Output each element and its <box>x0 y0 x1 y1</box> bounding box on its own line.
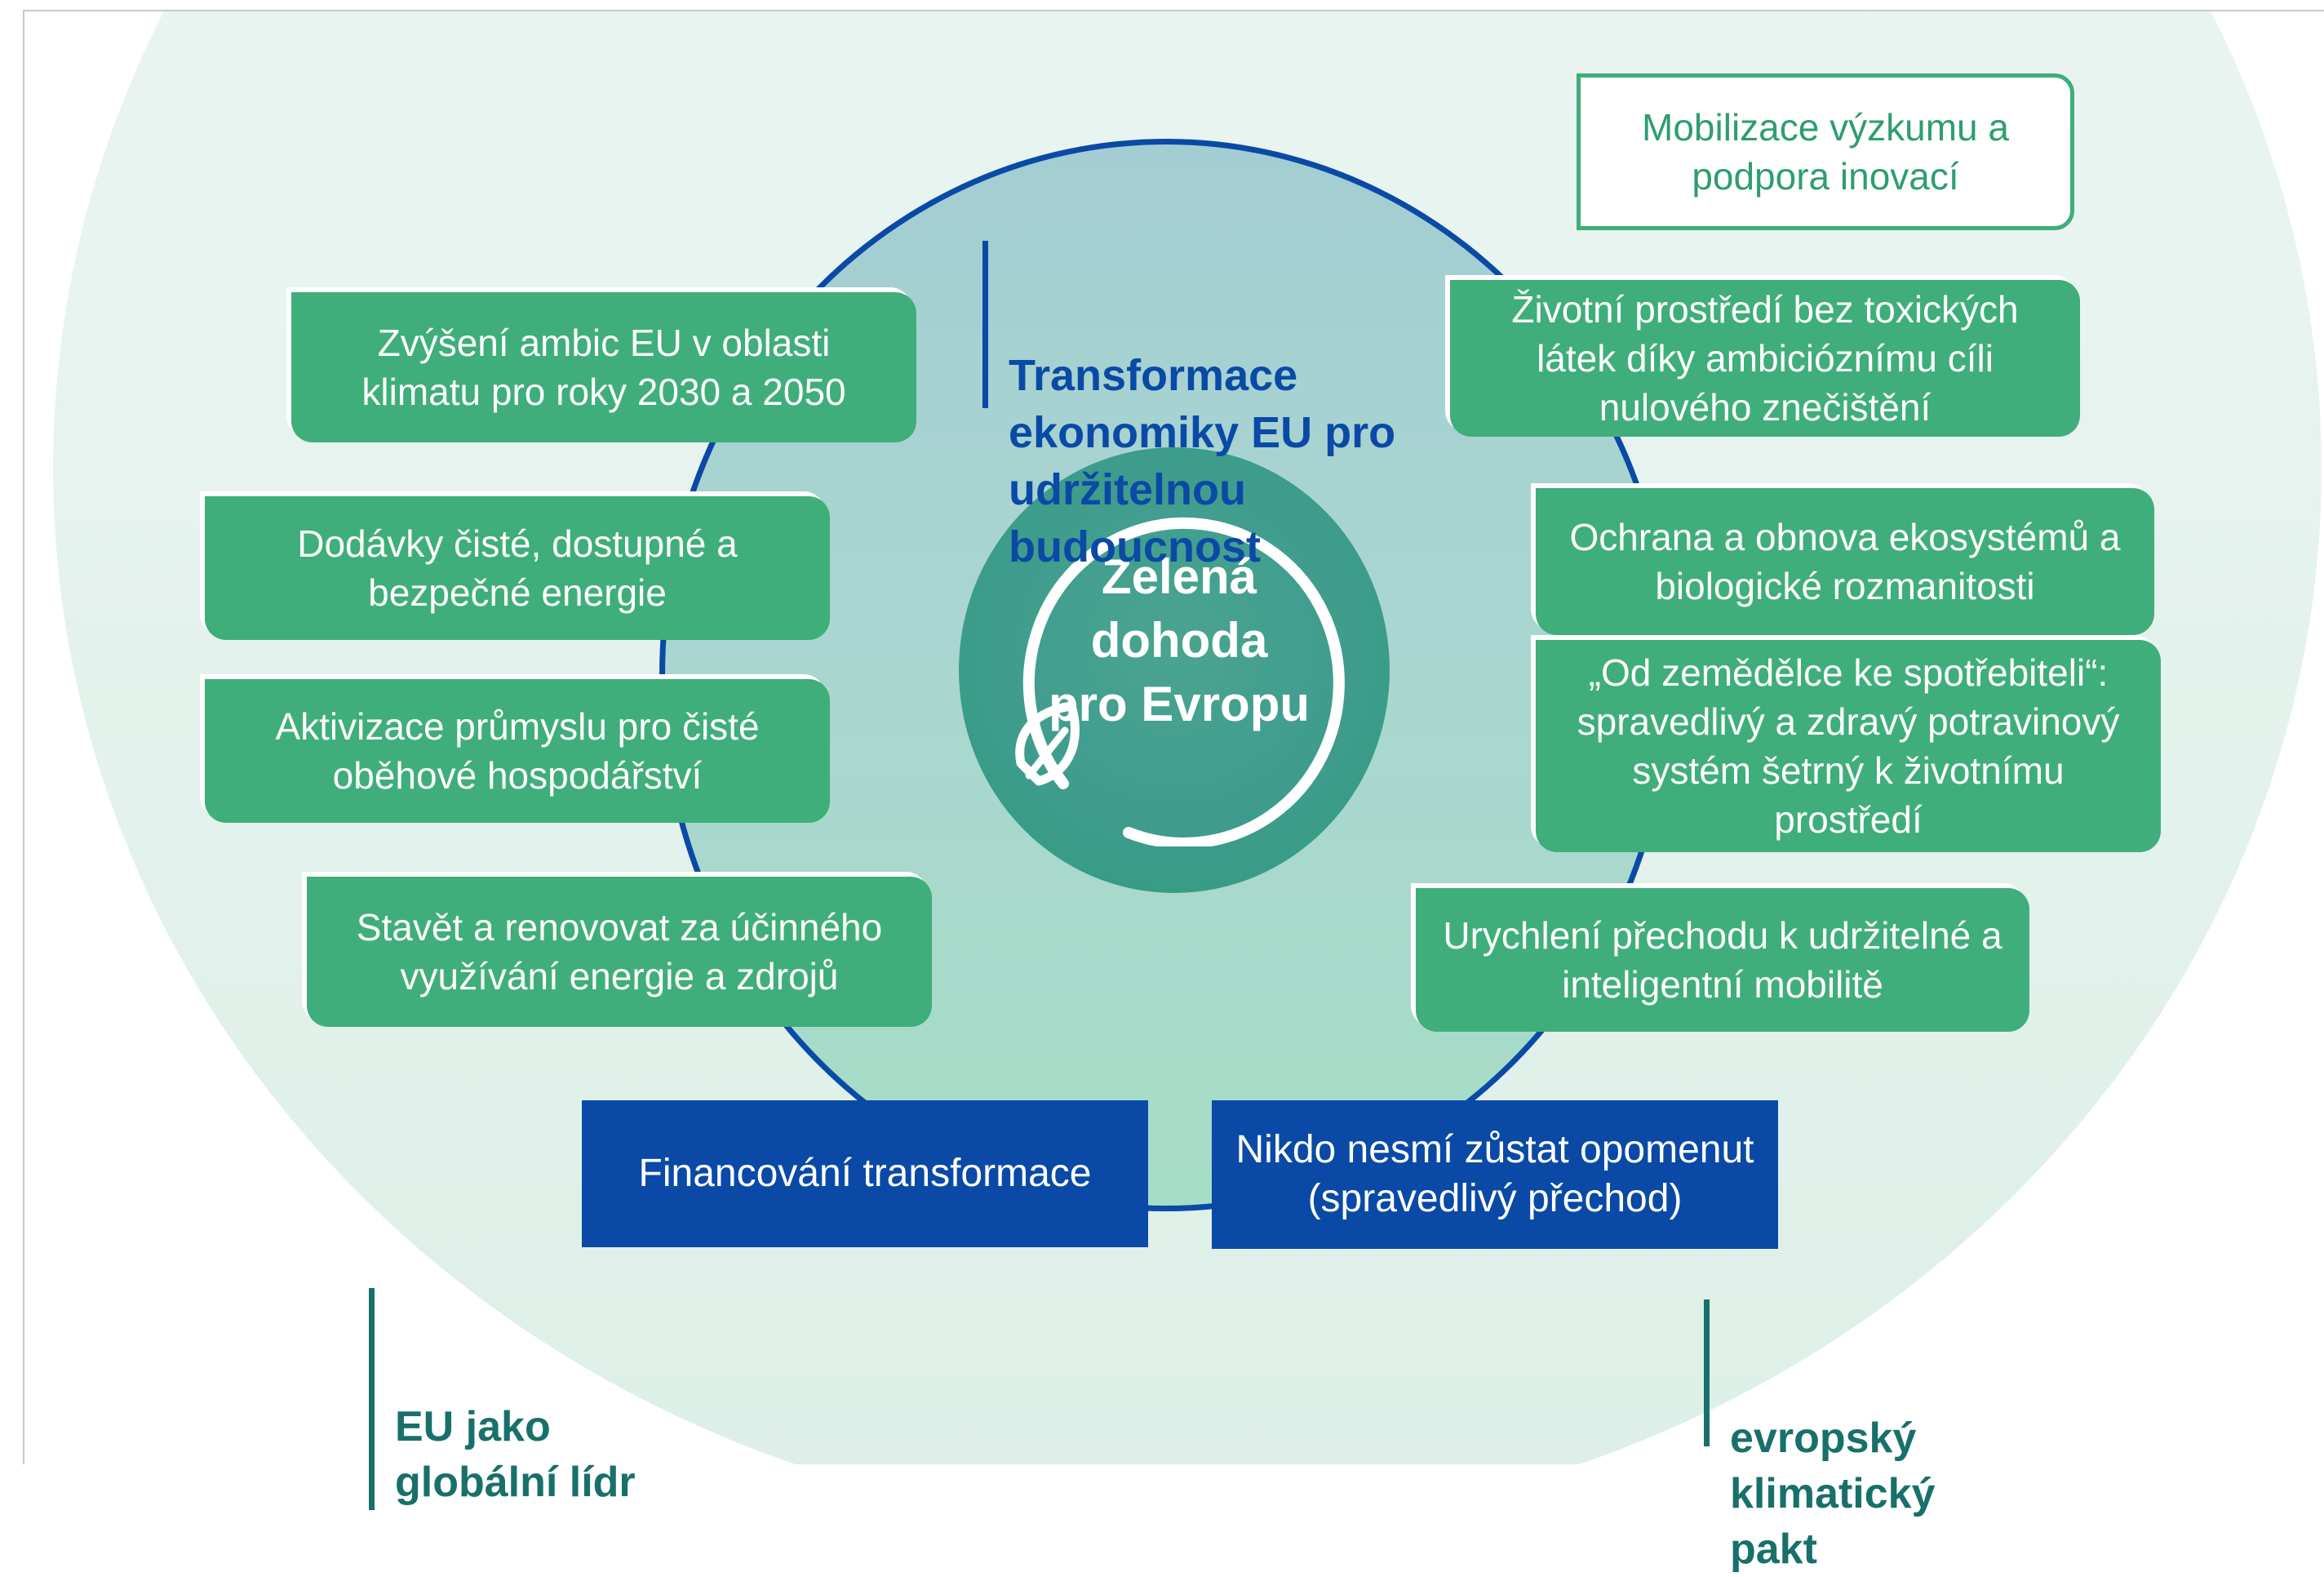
label-bar <box>1704 1299 1710 1446</box>
right-item-mobility: Urychlení přechodu k udržitelné a inteli… <box>1416 888 2029 1032</box>
left-item-renovation: Stavět a renovovat za účinného využívání… <box>307 877 932 1027</box>
core-title: Zelená dohoda pro Evropu <box>1048 549 1310 731</box>
right-item-zero-pollution: Životní prostředí bez toxických látek dí… <box>1450 280 2080 437</box>
global-leader-label: EU jako globální lídr <box>369 1288 636 1510</box>
left-item-climate-ambition: Zvýšení ambic EU v oblasti klimatu pro r… <box>291 292 916 442</box>
research-box: Mobilizace výzkumu a podpora inovací <box>1577 73 2074 230</box>
global-leader-text: EU jako globální lídr <box>395 1403 636 1506</box>
center-heading-text: Transformace ekonomiky EU pro udržitelno… <box>1009 351 1396 571</box>
climate-pact-text: evropský klimatický pakt <box>1730 1415 1936 1573</box>
center-heading: Transformace ekonomiky EU pro udržitelno… <box>982 233 1396 575</box>
financing-box: Financování transformace <box>582 1100 1148 1247</box>
just-transition-box: Nikdo nesmí zůstat opomenut (spravedlivý… <box>1212 1100 1778 1249</box>
left-item-circular-economy: Aktivizace průmyslu pro čisté oběhové ho… <box>205 679 830 823</box>
climate-pact-label: evropský klimatický pakt <box>1704 1299 1936 1577</box>
circular-arrow-icon <box>1015 517 1345 846</box>
right-item-ecosystems: Ochrana a obnova ekosystémů a biologické… <box>1536 488 2154 635</box>
heading-bar <box>982 241 988 408</box>
left-item-clean-energy: Dodávky čisté, dostupné a bezpečné energ… <box>205 496 830 640</box>
right-item-farm-to-fork: „Od zemědělce ke spotřebiteli“: spravedl… <box>1536 640 2161 852</box>
leaf-icon <box>1015 701 1080 786</box>
label-bar <box>369 1288 375 1510</box>
